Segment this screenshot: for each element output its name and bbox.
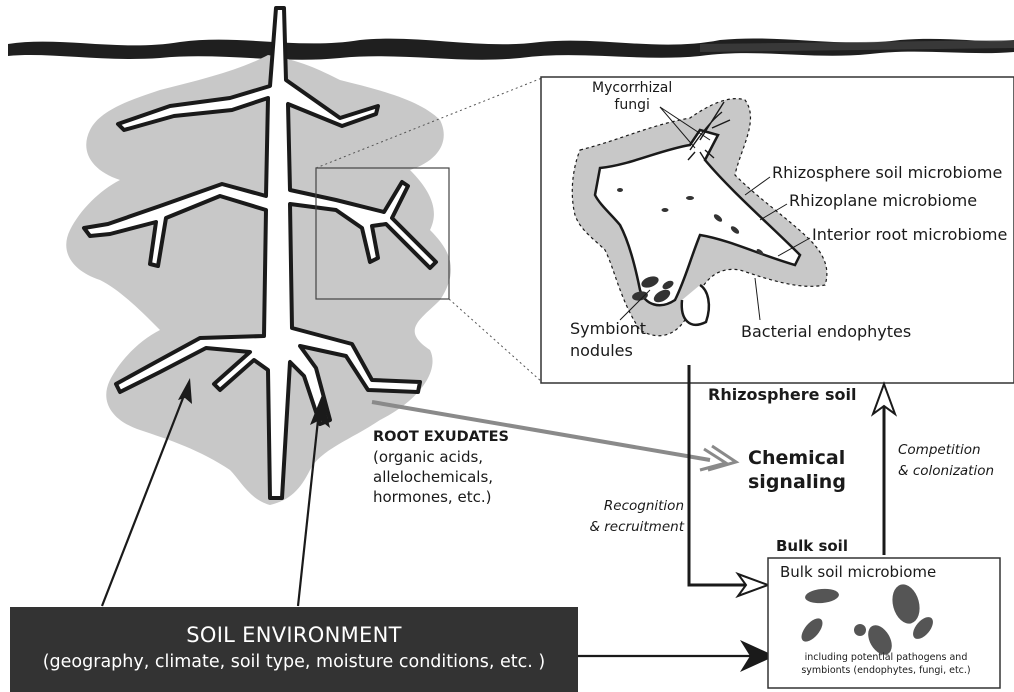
bacterial-endophytes-label: Bacterial endophytes [741, 322, 911, 341]
recognition-recruitment-label: Recognition & recruitment [580, 496, 684, 538]
competition-line-1: Competition [898, 440, 994, 461]
symbiont-line-1: Symbiont [570, 318, 646, 340]
bulk-soil-heading: Bulk soil [776, 537, 848, 555]
root-exudates-label: ROOT EXUDATES (organic acids, allelochem… [373, 427, 509, 507]
chemical-line-2: signaling [748, 470, 846, 494]
soil-environment-title: SOIL ENVIRONMENT [10, 621, 578, 649]
interior-root-microbiome-label: Interior root microbiome [812, 225, 1007, 244]
competition-line-2: & colonization [898, 461, 994, 482]
root-exudates-line-3: hormones, etc.) [373, 487, 509, 507]
symbiont-nodules-label: Symbiont nodules [570, 318, 646, 362]
bulk-soil-microbiome-title: Bulk soil microbiome [780, 563, 936, 581]
soil-environment-box: SOIL ENVIRONMENT (geography, climate, so… [10, 607, 578, 692]
chemical-signaling-label: Chemical signaling [748, 446, 846, 494]
rhizosphere-soil-microbiome-label: Rhizosphere soil microbiome [772, 163, 1002, 182]
mycorrhizal-line-2: fungi [592, 97, 672, 114]
root-exudates-line-2: allelochemicals, [373, 467, 509, 487]
soil-surface-band [8, 38, 1014, 59]
symbiont-line-2: nodules [570, 340, 646, 362]
bulk-note-line-2: symbionts (endophytes, fungi, etc.) [778, 664, 994, 677]
bulk-soil-note: including potential pathogens and symbio… [778, 651, 994, 677]
rhizoplane-microbiome-label: Rhizoplane microbiome [789, 191, 977, 210]
colonization-arrow [873, 384, 895, 555]
mycorrhizal-line-1: Mycorrhizal [592, 80, 672, 97]
competition-colonization-label: Competition & colonization [898, 440, 994, 482]
root-exudates-title: ROOT EXUDATES [373, 427, 509, 447]
bulk-note-line-1: including potential pathogens and [778, 651, 994, 664]
chemical-line-1: Chemical [748, 446, 846, 470]
recognition-line-1: Recognition [580, 496, 684, 517]
mycorrhizal-fungi-label: Mycorrhizal fungi [592, 80, 672, 114]
soil-environment-subtitle: (geography, climate, soil type, moisture… [10, 649, 578, 675]
root-exudates-line-1: (organic acids, [373, 447, 509, 467]
recognition-line-2: & recruitment [580, 517, 684, 538]
zoom-guide-bottom [449, 299, 542, 382]
rhizosphere-soil-heading: Rhizosphere soil [708, 385, 857, 404]
